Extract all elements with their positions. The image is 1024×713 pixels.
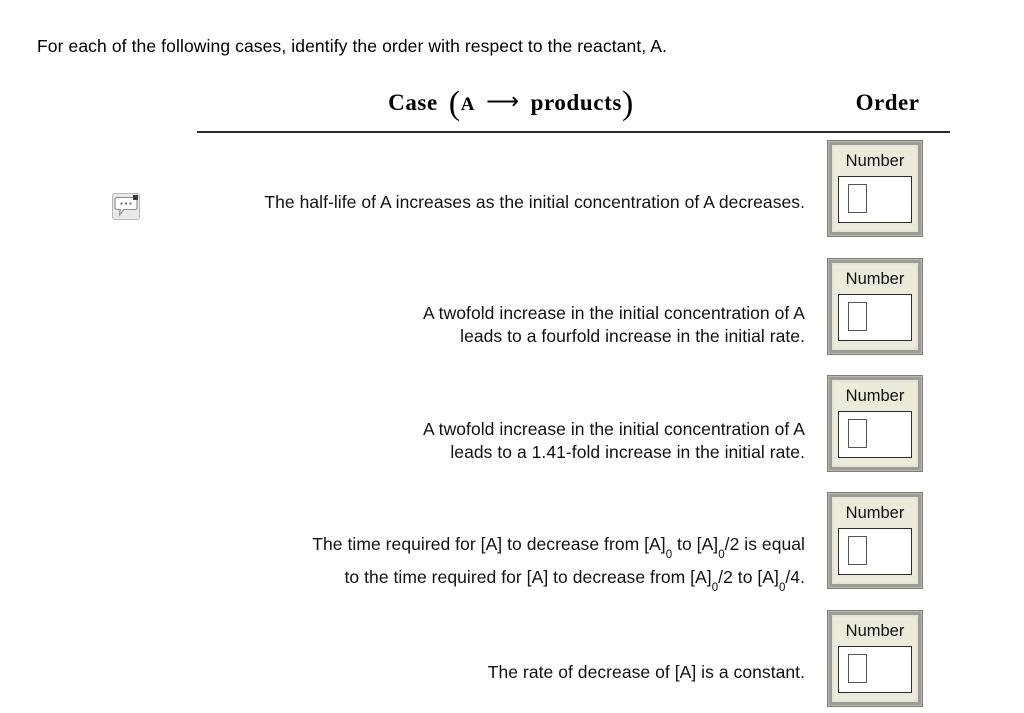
answer-box[interactable]: Number	[827, 375, 923, 472]
answer-box-label: Number	[845, 270, 905, 288]
products-word: products	[530, 90, 622, 115]
number-input[interactable]	[838, 176, 912, 223]
answer-box-inner: Number	[834, 382, 916, 465]
comment-icon-corner-marker	[133, 195, 138, 200]
case-line: The time required for [A] to decrease fr…	[312, 534, 805, 561]
answer-box-label: Number	[845, 504, 905, 522]
case-word: Case	[388, 90, 438, 115]
number-input[interactable]	[838, 411, 912, 458]
answer-box-inner: Number	[834, 499, 916, 582]
case-description: The half-life of A increases as the init…	[264, 192, 805, 213]
table-header: Case (A ⟶ products) Order	[197, 86, 950, 134]
question-prompt: For each of the following cases, identif…	[37, 36, 667, 56]
answer-box[interactable]: Number	[827, 258, 923, 355]
case-line: leads to a 1.41-fold increase in the ini…	[450, 442, 805, 462]
math-placeholder-box	[848, 302, 867, 331]
reactant-symbol: A	[460, 94, 476, 115]
column-header-case: Case (A ⟶ products)	[197, 86, 825, 122]
answer-box-inner: Number	[834, 265, 916, 348]
case-description: A twofold increase in the initial concen…	[423, 418, 805, 464]
case-description: The rate of decrease of [A] is a constan…	[488, 662, 805, 683]
math-placeholder-box	[848, 184, 867, 213]
comment-bubble-icon[interactable]	[112, 193, 140, 220]
close-paren: )	[621, 85, 634, 122]
answer-box[interactable]: Number	[827, 140, 923, 237]
answer-box-inner: Number	[834, 147, 916, 230]
case-line: The half-life of A increases as the init…	[264, 192, 805, 212]
math-placeholder-box	[848, 419, 867, 448]
case-line: The rate of decrease of [A] is a constan…	[487, 662, 805, 682]
answer-box-label: Number	[845, 152, 905, 170]
header-divider-rule	[197, 131, 950, 133]
math-placeholder-box	[848, 536, 867, 565]
answer-box-inner: Number	[834, 617, 916, 700]
case-line: to the time required for [A] to decrease…	[344, 567, 805, 594]
reaction-arrow-icon: ⟶	[486, 89, 520, 114]
number-input[interactable]	[838, 528, 912, 575]
open-paren: (	[448, 85, 461, 122]
math-placeholder-box	[848, 654, 867, 683]
number-input[interactable]	[838, 294, 912, 341]
answer-box[interactable]: Number	[827, 492, 923, 589]
column-header-order: Order	[855, 90, 920, 115]
answer-box-label: Number	[845, 387, 905, 405]
case-description: A twofold increase in the initial concen…	[423, 302, 805, 348]
case-line: leads to a fourfold increase in the init…	[460, 326, 805, 346]
number-input[interactable]	[838, 646, 912, 693]
answer-box-label: Number	[845, 622, 905, 640]
answer-box[interactable]: Number	[827, 610, 923, 707]
case-line: A twofold increase in the initial concen…	[423, 303, 805, 323]
case-description: The time required for [A] to decrease fr…	[312, 528, 805, 594]
case-line: A twofold increase in the initial concen…	[423, 419, 805, 439]
